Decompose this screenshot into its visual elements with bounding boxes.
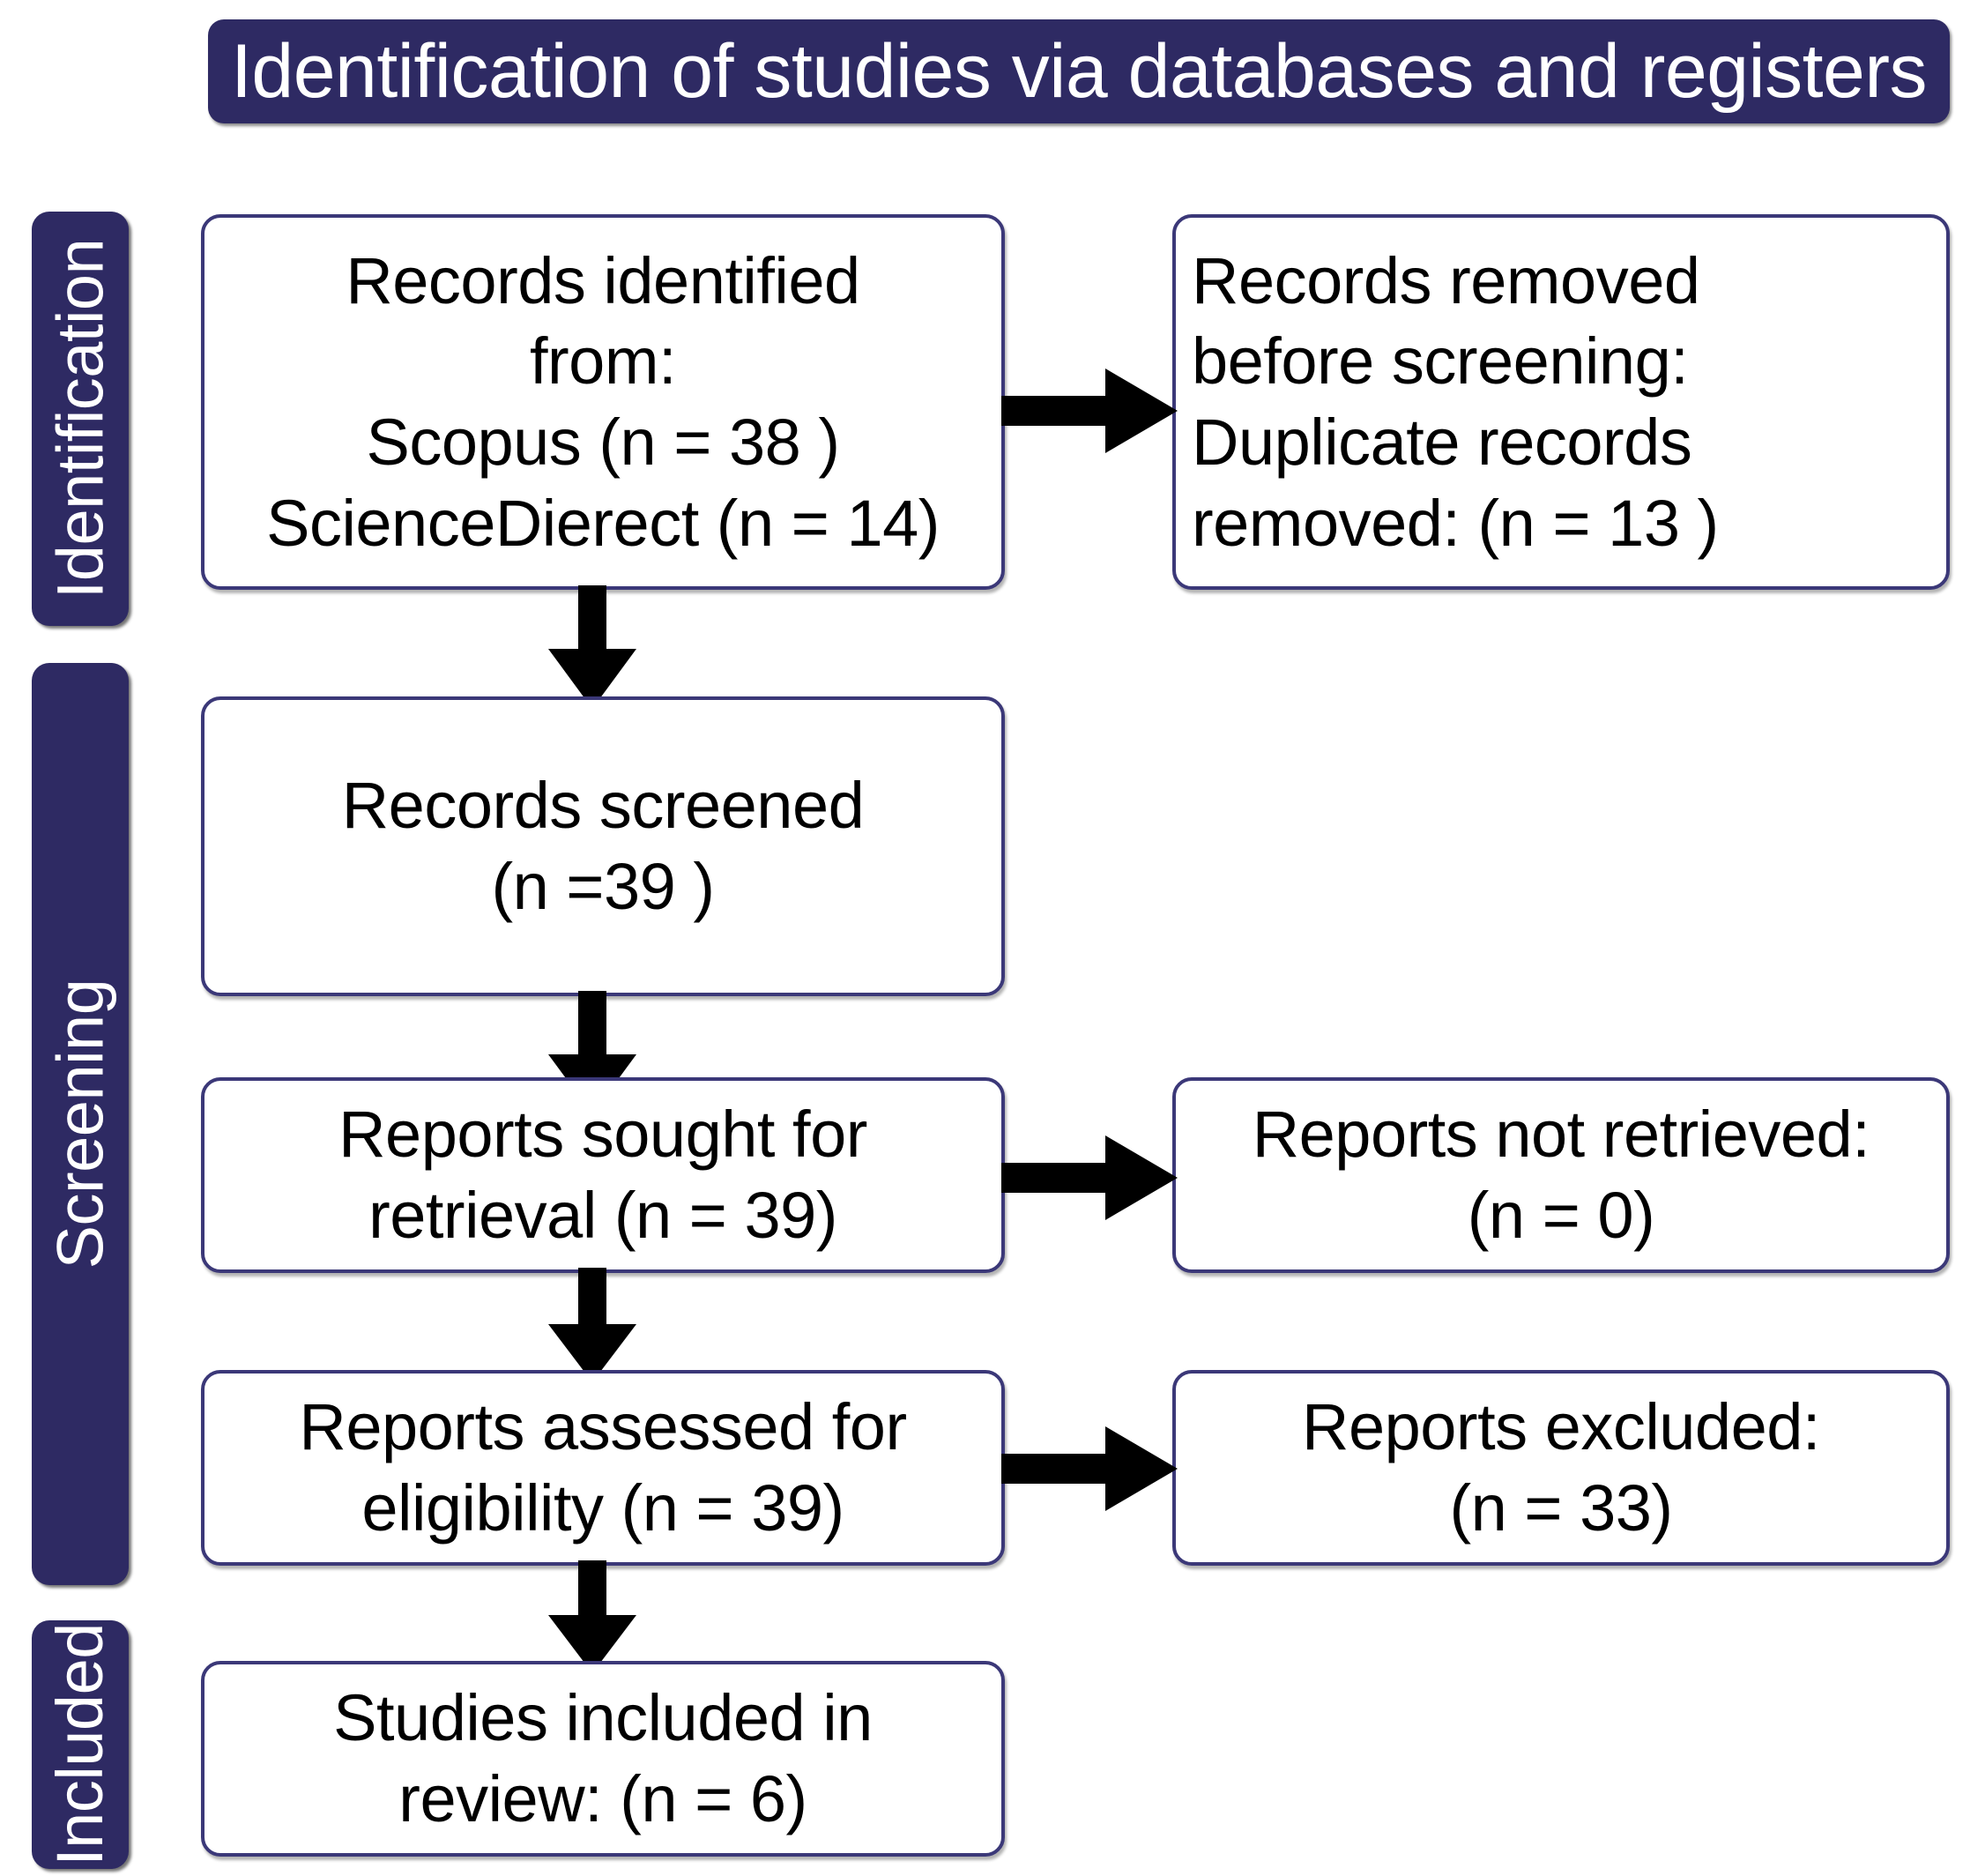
box-reports-assessed-text: Reports assessed for eligibility (n = 39… xyxy=(299,1390,907,1545)
box-records-identified: Records identified from: Scopus (n = 38 … xyxy=(201,214,1005,590)
arrow-sought-to-assessed xyxy=(548,1268,636,1382)
arrow-assessed-to-excluded xyxy=(1001,1426,1178,1511)
box-records-identified-text: Records identified from: Scopus (n = 38 … xyxy=(266,243,940,560)
box-reports-not-retrieved: Reports not retrieved: (n = 0) xyxy=(1172,1077,1950,1273)
box-reports-assessed: Reports assessed for eligibility (n = 39… xyxy=(201,1370,1005,1566)
box-records-screened-text: Records screened (n =39 ) xyxy=(341,769,865,923)
arrow-assessed-to-included xyxy=(548,1560,636,1673)
arrow-identified-to-removed xyxy=(1001,368,1178,453)
banner-title: Identification of studies via databases … xyxy=(231,29,1928,114)
box-reports-sought-text: Reports sought for retrieval (n = 39) xyxy=(338,1098,867,1252)
box-reports-excluded-text: Reports excluded: (n = 33) xyxy=(1302,1390,1820,1545)
box-records-removed-text: Records removed before screening: Duplic… xyxy=(1192,243,1719,560)
box-studies-included: Studies included in review: (n = 6) xyxy=(201,1661,1005,1857)
stage-bar-identification: Identification xyxy=(32,212,129,626)
stage-label-identification: Identification xyxy=(43,238,116,599)
arrow-identified-to-screened xyxy=(548,585,636,709)
box-studies-included-text: Studies included in review: (n = 6) xyxy=(333,1681,873,1835)
stage-label-screening: Screening xyxy=(43,979,116,1269)
stage-label-included: Included xyxy=(43,1623,116,1866)
box-reports-excluded: Reports excluded: (n = 33) xyxy=(1172,1370,1950,1566)
box-reports-not-retrieved-text: Reports not retrieved: (n = 0) xyxy=(1252,1098,1870,1252)
diagram-banner: Identification of studies via databases … xyxy=(208,19,1950,123)
box-records-removed: Records removed before screening: Duplic… xyxy=(1172,214,1950,590)
arrow-sought-to-not-retrieved xyxy=(1001,1135,1178,1220)
box-records-screened: Records screened (n =39 ) xyxy=(201,696,1005,996)
stage-bar-included: Included xyxy=(32,1620,129,1869)
stage-bar-screening: Screening xyxy=(32,663,129,1585)
box-reports-sought: Reports sought for retrieval (n = 39) xyxy=(201,1077,1005,1273)
